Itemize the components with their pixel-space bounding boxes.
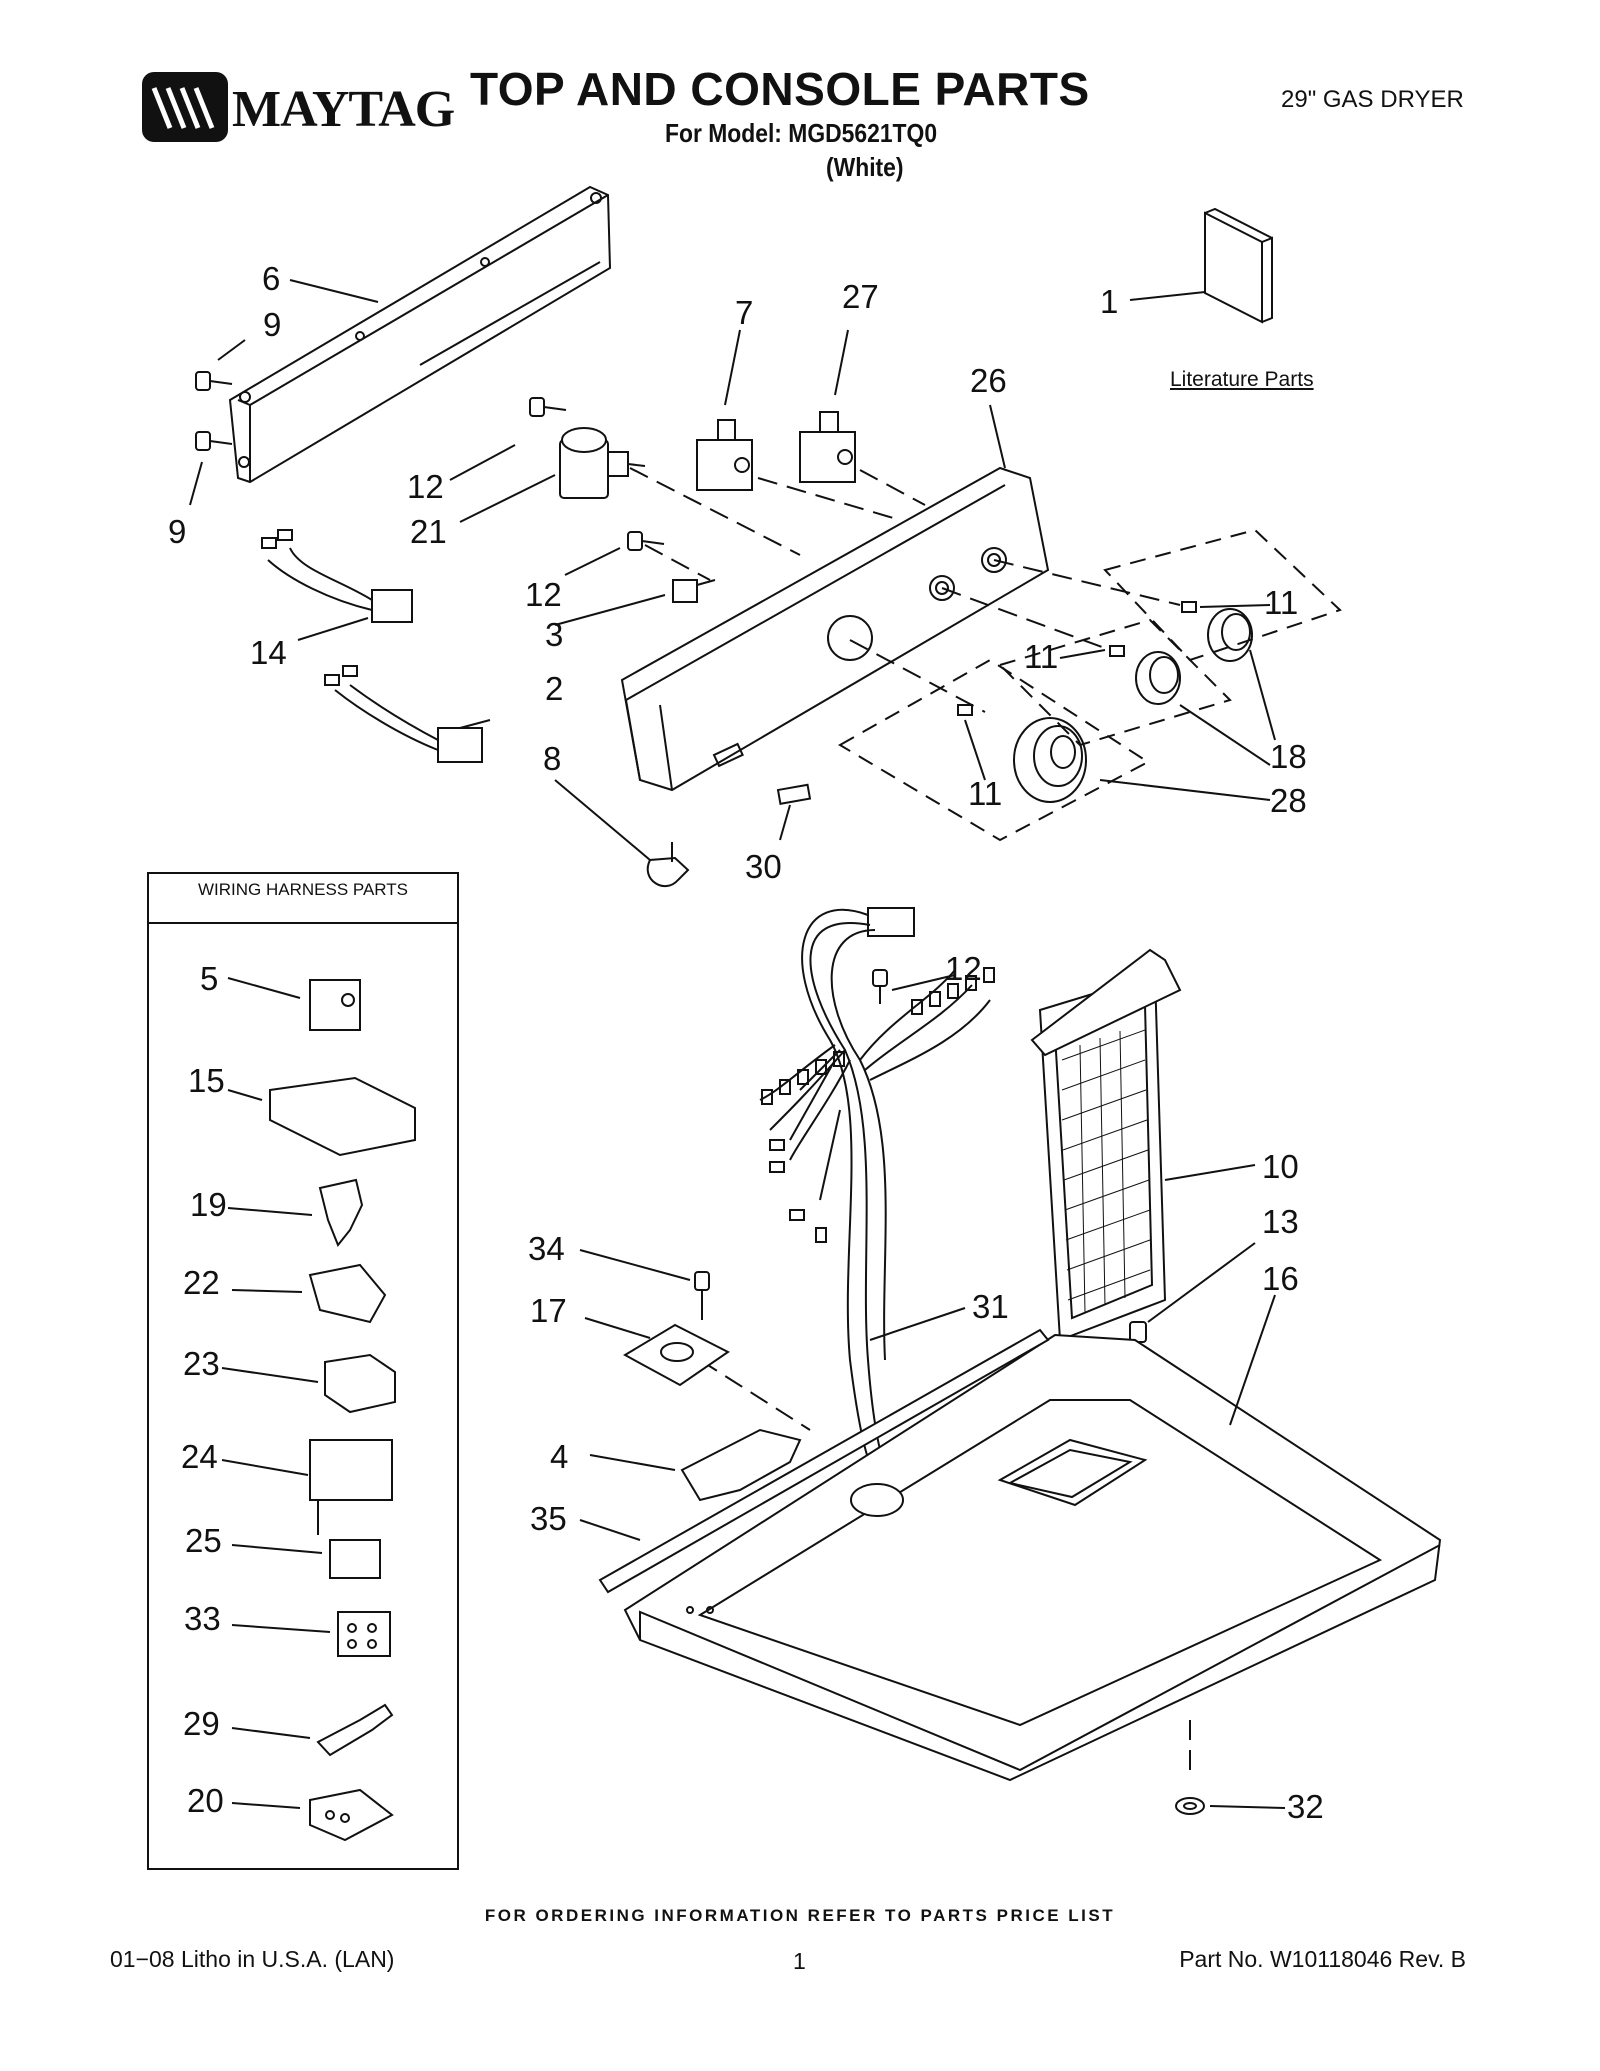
callout-34: 34 <box>528 1230 565 1267</box>
callout-14: 14 <box>250 634 287 671</box>
callout-28: 28 <box>1270 782 1307 819</box>
screw-12-harness <box>872 969 888 1004</box>
callout-13: 13 <box>1262 1203 1299 1240</box>
callout-3: 3 <box>545 616 564 653</box>
main-harness-part <box>759 907 995 1501</box>
harness-2-part <box>324 665 483 763</box>
connector-23 <box>324 1353 396 1414</box>
page-title: TOP AND CONSOLE PARTS <box>470 63 1090 115</box>
product-type: 29" GAS DRYER <box>1281 86 1464 113</box>
callout-17: 17 <box>530 1292 567 1329</box>
ordering-note: FOR ORDERING INFORMATION REFER TO PARTS … <box>484 1906 1116 1925</box>
callout-30: 30 <box>745 848 782 885</box>
callout-21: 21 <box>410 513 447 550</box>
wiring-harness-box <box>147 872 459 1870</box>
callout-7: 7 <box>735 294 754 331</box>
connector-20 <box>309 1788 394 1842</box>
knob-clip-11b <box>1109 645 1125 657</box>
callout-6: 6 <box>262 260 281 297</box>
callout-32: 32 <box>1287 1788 1324 1825</box>
timer-part <box>559 427 646 499</box>
connector-3-part <box>672 579 716 603</box>
knob-28-part <box>1013 717 1087 803</box>
model-line: For Model: MGD5621TQ0 <box>665 118 938 148</box>
connector-5 <box>309 979 361 1031</box>
label-30-part <box>776 783 812 805</box>
connector-15 <box>269 1076 416 1157</box>
callout-29: 29 <box>183 1705 220 1742</box>
knob-18-upper <box>1207 608 1253 662</box>
maytag-logo: MAYTAG <box>140 70 455 150</box>
cover-plate-4 <box>680 1428 802 1502</box>
screw-34 <box>694 1271 710 1320</box>
callout-4: 4 <box>550 1438 569 1475</box>
screw-12-timer <box>529 397 567 417</box>
switch-27-part <box>799 411 856 483</box>
callout-20: 20 <box>187 1782 224 1819</box>
callout-15: 15 <box>188 1062 225 1099</box>
callout-27: 27 <box>842 278 879 315</box>
callout-12b: 12 <box>525 576 562 613</box>
callout-2: 2 <box>545 670 564 707</box>
top-panel-part <box>623 1333 1442 1782</box>
callout-35: 35 <box>530 1500 567 1537</box>
callout-5: 5 <box>200 960 219 997</box>
switch-7-part <box>696 419 753 491</box>
console-panel-part <box>620 466 1050 792</box>
leader-lines <box>189 279 1286 1809</box>
felt-strip-35 <box>598 1328 1050 1594</box>
color-line: (White) <box>826 152 904 182</box>
lint-filter-part <box>1030 948 1182 1342</box>
terminal-29 <box>316 1703 394 1757</box>
callout-11c: 11 <box>968 775 1003 812</box>
callout-12a: 12 <box>407 468 444 505</box>
callout-12c: 12 <box>945 950 982 987</box>
callout-25: 25 <box>185 1522 222 1559</box>
callout-23: 23 <box>183 1345 220 1382</box>
knob-clip-11a <box>1181 601 1197 613</box>
knob-18-lower <box>1135 651 1181 705</box>
callout-9-lower: 9 <box>168 513 187 550</box>
page-number: 1 <box>793 1948 806 1974</box>
knob-clip-11c <box>957 704 973 716</box>
litho-note: 01−08 Litho in U.S.A. (LAN) <box>110 1946 395 1972</box>
screw-9-lower <box>195 431 233 451</box>
callout-31: 31 <box>972 1288 1009 1325</box>
callout-9-upper: 9 <box>263 306 282 343</box>
callout-16: 16 <box>1262 1260 1299 1297</box>
brand-name: MAYTAG <box>232 81 455 138</box>
callout-11b: 11 <box>1024 638 1059 675</box>
wiring-box-title: WIRING HARNESS PARTS <box>197 880 408 899</box>
clip-8-part <box>646 856 690 887</box>
callout-8: 8 <box>543 740 562 777</box>
screw-9-upper <box>195 371 233 391</box>
connector-25 <box>329 1539 381 1579</box>
callout-24: 24 <box>181 1438 218 1475</box>
maytag-logo-icon <box>142 72 228 142</box>
part-number: Part No. W10118046 Rev. B <box>1179 1946 1466 1972</box>
connector-22 <box>308 1263 387 1324</box>
callout-18: 18 <box>1270 738 1307 775</box>
harness-14-part <box>261 529 413 623</box>
callout-33: 33 <box>184 1600 221 1637</box>
callout-1: 1 <box>1100 283 1119 320</box>
connector-33 <box>337 1611 391 1657</box>
connector-19 <box>318 1178 364 1247</box>
callout-10: 10 <box>1262 1148 1299 1185</box>
foot-32 <box>1175 1797 1205 1815</box>
callout-22: 22 <box>183 1264 220 1301</box>
console-bracket-part <box>228 185 612 484</box>
callout-11a: 11 <box>1264 584 1299 621</box>
literature-book-part <box>1204 207 1273 324</box>
screw-12-lower <box>627 531 665 551</box>
literature-parts-label: Literature Parts <box>1170 368 1314 391</box>
callout-19: 19 <box>190 1186 227 1223</box>
connector-24 <box>309 1439 393 1535</box>
callout-26: 26 <box>970 362 1007 399</box>
bracket-17 <box>622 1323 730 1387</box>
